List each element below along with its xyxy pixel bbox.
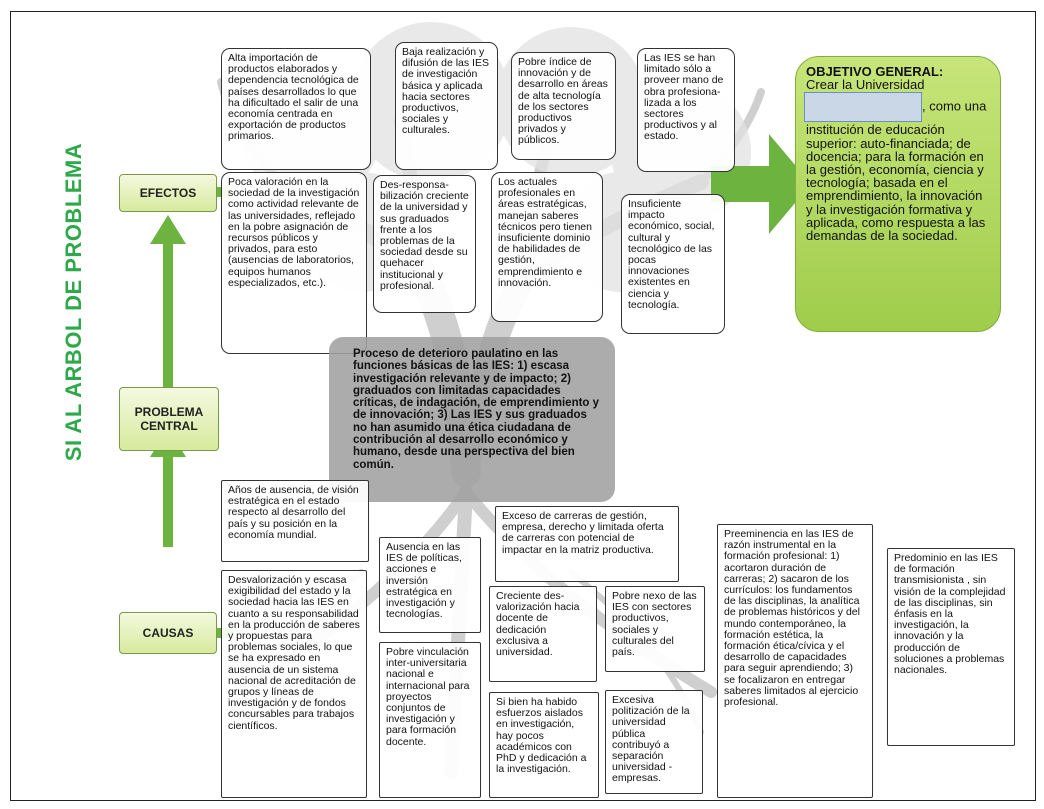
cause-box: Ausencia en las IES de políticas, accion… bbox=[379, 537, 481, 633]
arrow-up-efectos bbox=[150, 215, 186, 244]
effect-box: Poca valoración en la sociedad de la inv… bbox=[221, 172, 367, 354]
arrow-to-objective bbox=[711, 134, 811, 234]
effect-box: Las IES se han limitado sólo a proveer m… bbox=[637, 48, 735, 172]
cause-box: Preeminencia en las IES de razón instrum… bbox=[717, 524, 873, 798]
objective-heading: OBJETIVO GENERAL: bbox=[806, 64, 944, 79]
cause-box: Predominio en las IES de formación trans… bbox=[887, 548, 1015, 746]
cause-box: Años de ausencia, de visión estratégica … bbox=[221, 480, 369, 562]
trunk-lower bbox=[163, 452, 173, 547]
objective-general: OBJETIVO GENERAL: Crear la Universidad ,… bbox=[795, 56, 1001, 332]
effect-box: Alta importación de productos elaborados… bbox=[221, 48, 371, 170]
cause-box: Desvalorización y escasa exigibilidad de… bbox=[221, 570, 367, 798]
trunk-upper bbox=[163, 240, 173, 387]
cause-box: Si bien ha habido esfuerzos aislados en … bbox=[489, 692, 599, 798]
central-problem: Proceso de deterioro paulatino en las fu… bbox=[329, 337, 615, 502]
cause-box: Pobre vinculación inter-universitaria na… bbox=[379, 642, 481, 798]
effect-box: Insuficiente impacto económico, social, … bbox=[621, 194, 725, 334]
label-efectos: EFECTOS bbox=[119, 174, 217, 212]
effect-box: Des-responsa-bilización creciente de la … bbox=[373, 175, 476, 313]
objective-line1: Crear la Universidad bbox=[806, 77, 925, 93]
objective-body: , como una institución de educación supe… bbox=[804, 91, 990, 242]
diagram-frame: SI AL ARBOL DE PROBLEMA EFECTOS PROBLEMA… bbox=[10, 11, 1036, 801]
cause-box: Exceso de carreras de gestión, empresa, … bbox=[495, 506, 679, 582]
cause-box: Excesiva politización de la universidad … bbox=[605, 690, 703, 794]
label-causas: CAUSAS bbox=[119, 612, 217, 654]
redaction-block bbox=[804, 92, 922, 123]
cause-box: Pobre nexo de las IES con sectores produ… bbox=[605, 586, 705, 672]
label-problema-central: PROBLEMA CENTRAL bbox=[119, 387, 219, 451]
effect-box: Los actuales profesionales en áreas estr… bbox=[491, 172, 603, 322]
cause-box: Creciente des-valorización hacia docente… bbox=[489, 586, 597, 682]
effect-box: Pobre índice de innovación y de desarrol… bbox=[511, 52, 616, 160]
effect-box: Baja realización y difusión de las IES d… bbox=[395, 42, 498, 170]
